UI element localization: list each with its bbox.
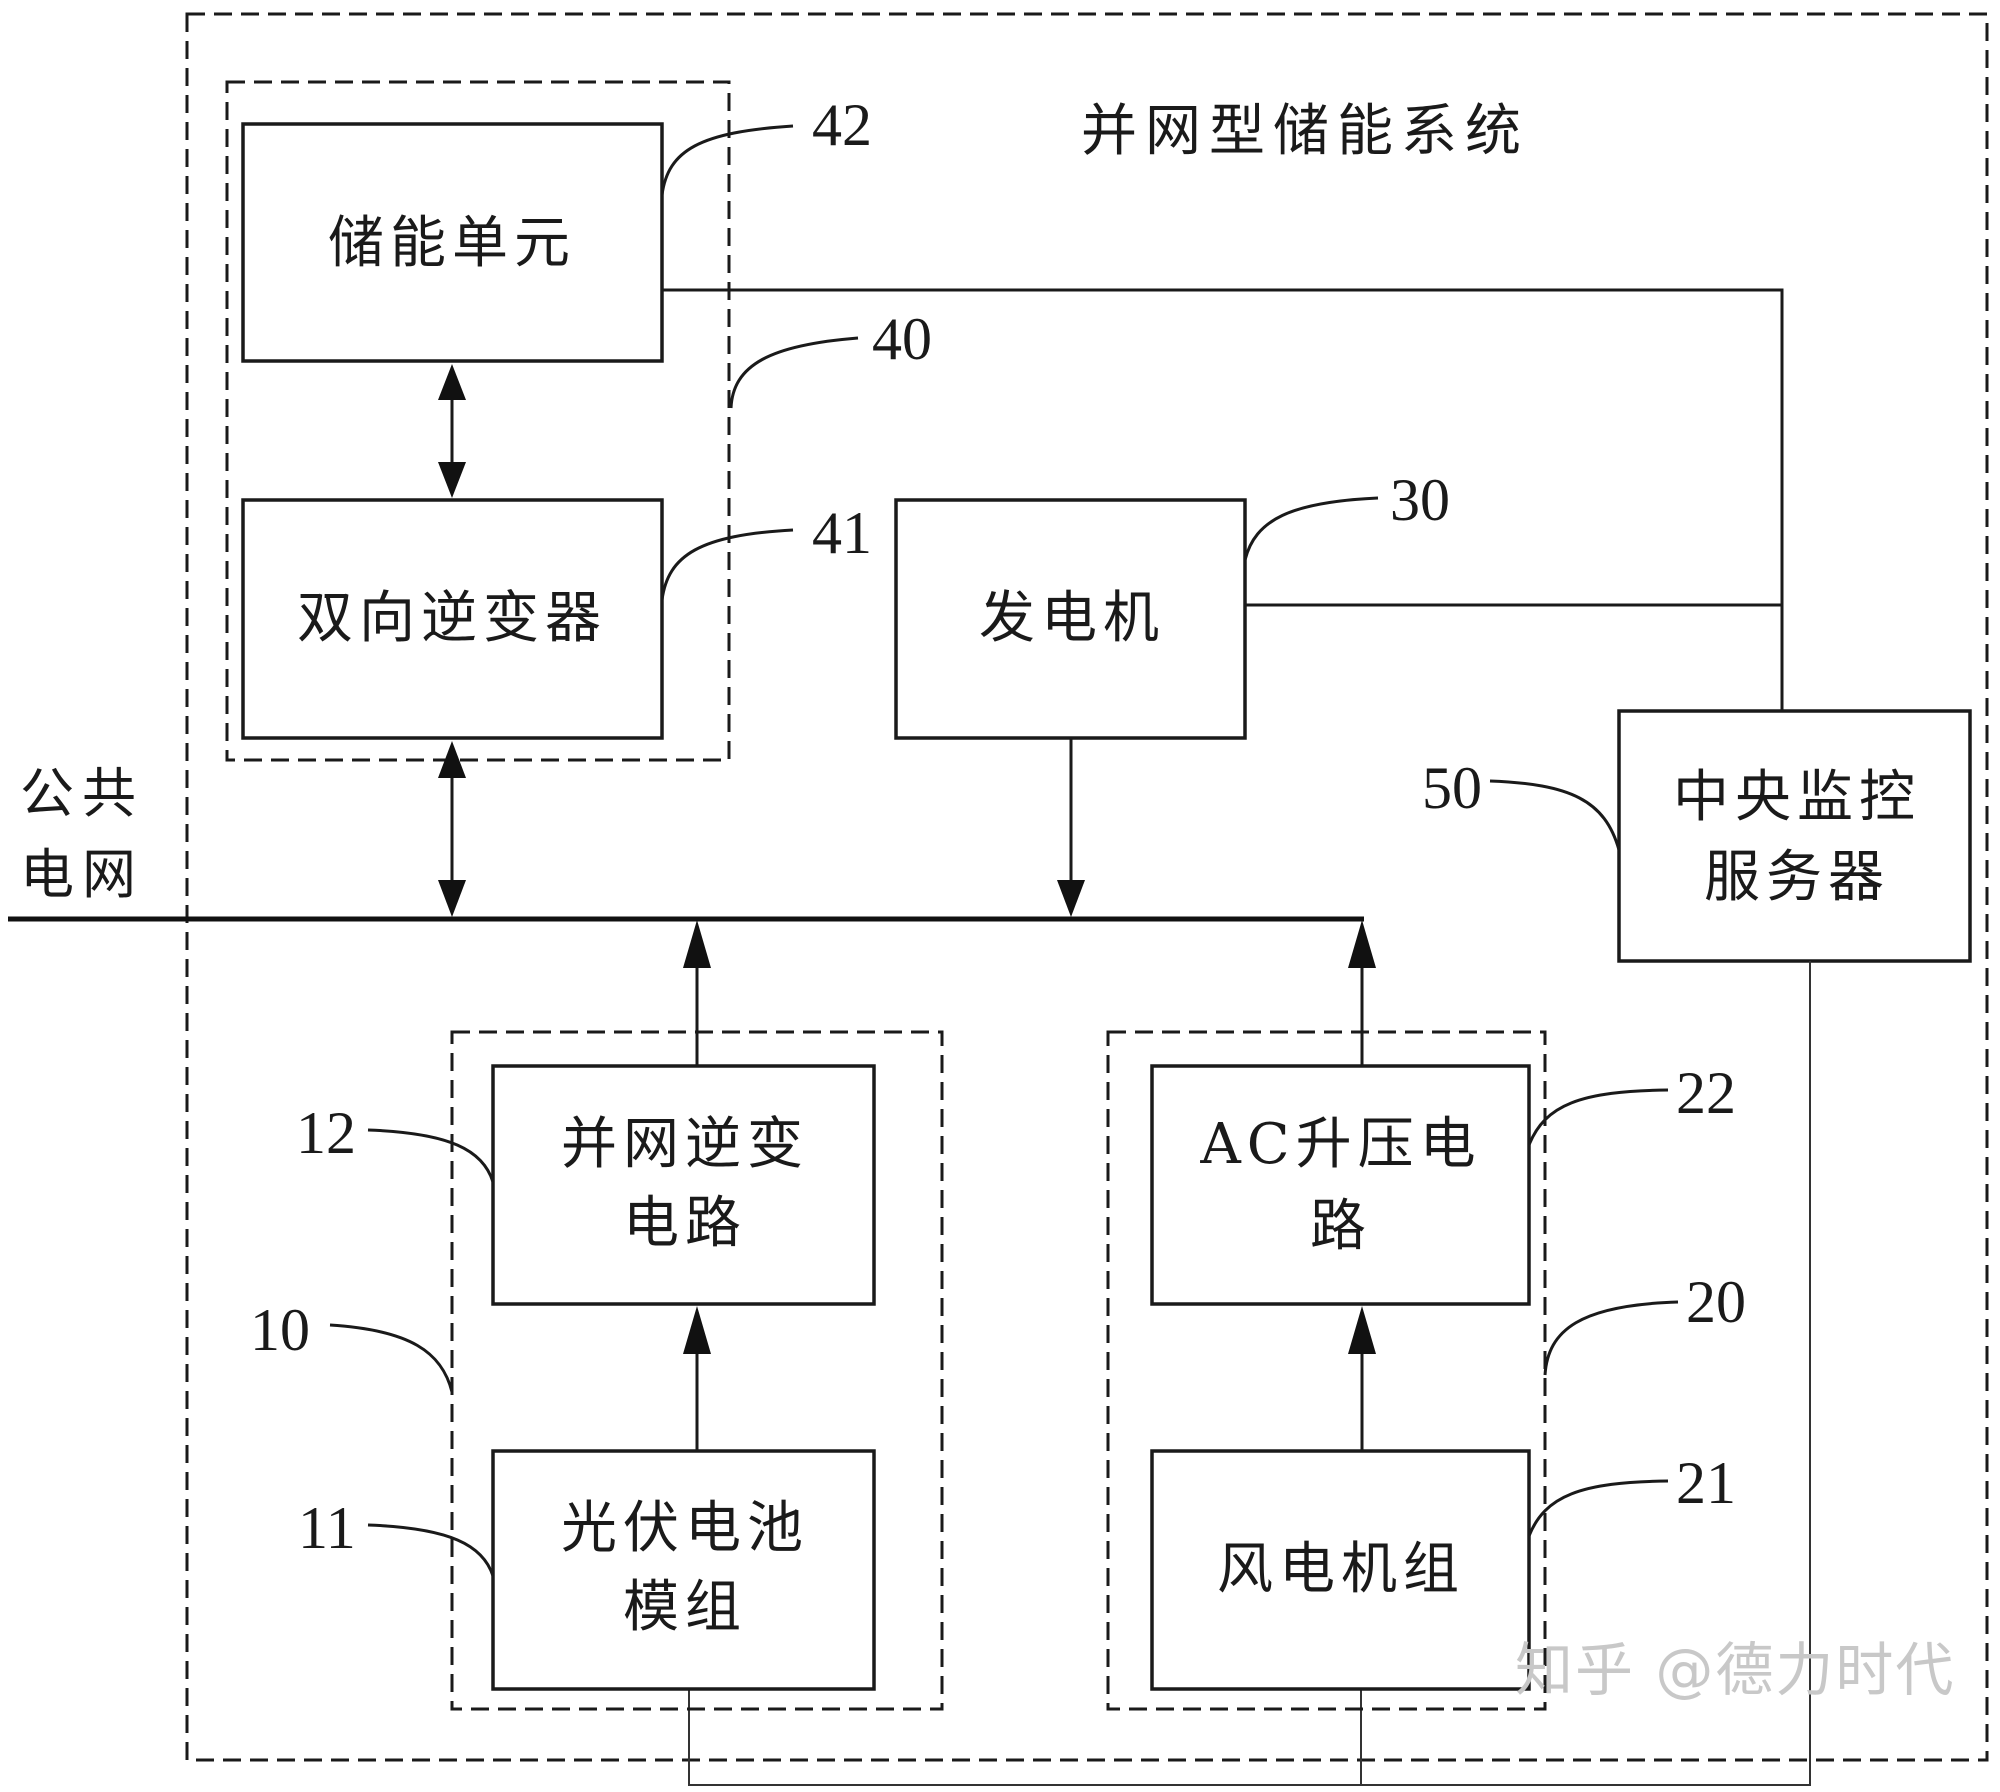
arrowhead-up-icon: [1348, 1306, 1376, 1354]
pv-module-box: [491, 1449, 876, 1691]
central-server-label-line2: 服务器: [1704, 845, 1890, 910]
arrowhead-up-icon: [438, 364, 466, 400]
ac-boost-label-line2: 路: [1310, 1194, 1372, 1259]
ac-boost-box: [1150, 1064, 1531, 1306]
arrowhead-down-icon: [438, 462, 466, 498]
ref-40: 40: [872, 306, 932, 372]
leader-40: [729, 336, 859, 409]
leader-10: [329, 1323, 454, 1393]
central-server-label-line1: 中央监控: [1673, 765, 1921, 830]
leader-42: [660, 124, 794, 196]
leader-22: [1527, 1088, 1669, 1146]
leader-11: [367, 1523, 495, 1577]
public-grid-label-line2: 电网: [20, 843, 144, 906]
ref-42: 42: [812, 92, 872, 158]
arrowhead-up-icon: [683, 1306, 711, 1354]
public-grid-label-line1: 公共: [20, 762, 144, 825]
leader-20: [1543, 1300, 1679, 1376]
ref-12: 12: [296, 1100, 356, 1166]
pv-monitor-wire: [688, 961, 1811, 1786]
watermark-text: 知乎 @德力时代: [1515, 1636, 1955, 1704]
grid-inverter-label-line2: 电路: [623, 1191, 747, 1256]
storage-monitor-wire: [662, 288, 1784, 711]
storage-group-boundary: [225, 80, 731, 762]
grid-inverter-box: [491, 1064, 876, 1306]
ref-11: 11: [298, 1495, 356, 1561]
generator-box: [894, 498, 1247, 740]
ref-41: 41: [812, 500, 872, 566]
leader-12: [367, 1128, 495, 1183]
ref-50: 50: [1422, 755, 1482, 821]
arrowhead-up-icon: [683, 920, 711, 968]
wind-turbine-label: 风电机组: [1217, 1537, 1465, 1602]
bidirectional-inverter-label: 双向逆变器: [297, 586, 607, 651]
leader-41: [660, 528, 794, 601]
storage-unit-box: [241, 122, 664, 363]
leader-30: [1243, 496, 1379, 561]
central-server-box: [1617, 709, 1972, 963]
wind-group-boundary: [1106, 1030, 1547, 1711]
arrowhead-up-icon: [438, 741, 466, 778]
ac-boost-label-line1: AC升压电: [1199, 1112, 1481, 1177]
arrowhead-down-icon: [1057, 880, 1085, 917]
ref-21: 21: [1676, 1450, 1736, 1516]
system-boundary: [185, 12, 1989, 1762]
bidirectional-inverter-box: [241, 498, 664, 740]
leader-21: [1527, 1479, 1669, 1537]
ref-20: 20: [1686, 1269, 1746, 1335]
system-title: 并网型储能系统: [1081, 99, 1529, 164]
ref-30: 30: [1390, 467, 1450, 533]
generator-label: 发电机: [979, 586, 1165, 651]
pv-module-label-line2: 模组: [623, 1575, 747, 1640]
wind-turbine-box: [1150, 1449, 1531, 1691]
pv-module-label-line1: 光伏电池: [561, 1496, 809, 1561]
ref-22: 22: [1676, 1060, 1736, 1126]
arrowhead-down-icon: [438, 880, 466, 917]
grid-inverter-label-line1: 并网逆变: [561, 1112, 809, 1177]
storage-unit-label: 储能单元: [328, 211, 576, 276]
arrowhead-up-icon: [1348, 920, 1376, 968]
ref-10: 10: [250, 1297, 310, 1363]
leader-50: [1489, 779, 1621, 851]
